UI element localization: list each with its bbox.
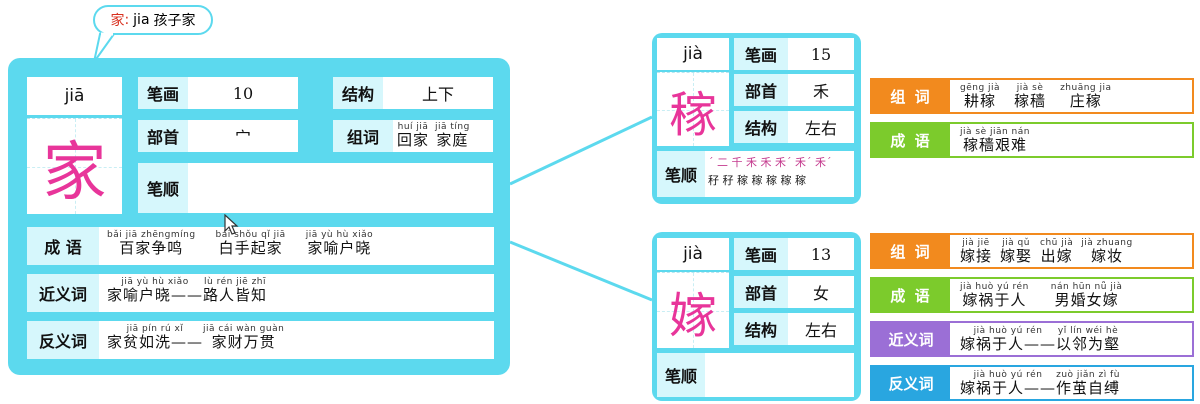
jia-structure-value: 上下 [383, 77, 493, 109]
jia-radical-value: 宀 [188, 120, 298, 152]
jia-strokes-label: 笔画 [138, 77, 188, 109]
jia-crop-strokes-label: 笔画 [734, 38, 788, 70]
callout-sep: : [124, 12, 130, 28]
jia-antonym-label: 反义词 [27, 321, 99, 359]
jia-crop-strokes-value: 15 [788, 38, 854, 70]
jia-marry-char: 嫁 [668, 287, 717, 344]
jia-marry-radical-label: 部首 [734, 276, 788, 308]
jia-marry-strokes-label: 笔画 [734, 238, 788, 270]
jia-crop-words-tag: 组 词 [872, 80, 950, 112]
idiom-item: 男婚女嫁 [1054, 291, 1119, 309]
word-item: 家庭 [436, 131, 469, 149]
stroke-order-row: ˊ ⼆ 千 禾 禾 禾ˊ 禾ˊ 禾ˊ [708, 156, 832, 169]
jia-crop-char: 稼 [668, 86, 717, 143]
callout-bubble: 家 : jia 孩子家 [93, 5, 213, 35]
jia-structure-label: 结构 [333, 77, 383, 109]
jia-marry-pinyin: jià [683, 244, 703, 264]
callout-text: 孩子家 [153, 13, 196, 29]
jia-order-value [188, 163, 493, 213]
idiom-item: 嫁祸于人 [962, 291, 1027, 309]
jia-char: 家 [42, 135, 107, 210]
jia-crop-radical-label: 部首 [734, 74, 788, 106]
jia-marry-synonym-tag: 近义词 [872, 323, 950, 355]
callout-pinyin: jia [133, 12, 150, 28]
jia-crop-structure-value: 左右 [788, 111, 854, 143]
jia-idiom-label: 成 语 [27, 227, 99, 265]
jia-marry-words-tag: 组 词 [872, 235, 950, 267]
word-item: 出嫁 [1040, 247, 1073, 265]
jia-marry-order-label: 笔顺 [657, 353, 705, 397]
idiom-item: 稼穑艰难 [962, 136, 1027, 154]
idiom-item: 家喻户晓 [307, 239, 372, 257]
jia-pinyin-box: jiā [27, 77, 122, 115]
jia-marry-radical-value: 女 [788, 276, 854, 308]
jia-radical-label: 部首 [138, 120, 188, 152]
word-item: 回家 [397, 131, 430, 149]
word-item: 庄稼 [1069, 92, 1102, 110]
jia-order-label: 笔顺 [138, 163, 188, 213]
jia-char-box: 家 [27, 118, 122, 214]
jia-crop-pinyin-box: jià [657, 38, 729, 70]
callout-char: 家 [110, 13, 125, 29]
jia-words-label: 组词 [333, 120, 393, 152]
word-item: 嫁娶 [1000, 247, 1033, 265]
jia-marry-structure-value: 左右 [788, 313, 854, 345]
mouse-cursor-icon [224, 214, 239, 235]
jia-crop-radical-value: 禾 [788, 74, 854, 106]
jia-crop-pinyin: jià [683, 44, 703, 64]
jia-crop-structure-label: 结构 [734, 111, 788, 143]
word-item: 耕稼 [964, 92, 997, 110]
jia-crop-idiom-tag: 成 语 [872, 124, 950, 156]
jia-strokes-value: 10 [188, 77, 298, 109]
idiom-item: 百家争鸣 [119, 239, 184, 257]
jia-marry-pinyin-box: jià [657, 238, 729, 270]
jia-marry-char-box: 嫁 [657, 272, 729, 348]
jia-marry-structure-label: 结构 [734, 313, 788, 345]
jia-crop-order-value: ˊ ⼆ 千 禾 禾 禾ˊ 禾ˊ 禾ˊ 秄 秄 稼 稼 稼 稼 稼 [705, 151, 854, 197]
jia-crop-char-box: 稼 [657, 72, 729, 146]
stroke-order-row: 秄 秄 稼 稼 稼 稼 稼 [708, 174, 806, 187]
idiom-item: 白手起家 [218, 239, 283, 257]
word-item: 稼穑 [1014, 92, 1047, 110]
jia-synonym-label: 近义词 [27, 274, 99, 312]
jia-pinyin: jiā [64, 86, 85, 106]
jia-marry-strokes-value: 13 [788, 238, 854, 270]
word-item: 嫁妆 [1090, 247, 1123, 265]
word-item: 嫁接 [960, 247, 993, 265]
jia-marry-idiom-tag: 成 语 [872, 279, 950, 311]
jia-marry-antonym-tag: 反义词 [872, 367, 950, 399]
jia-marry-order-value [705, 353, 854, 397]
jia-crop-order-label: 笔顺 [657, 151, 705, 197]
